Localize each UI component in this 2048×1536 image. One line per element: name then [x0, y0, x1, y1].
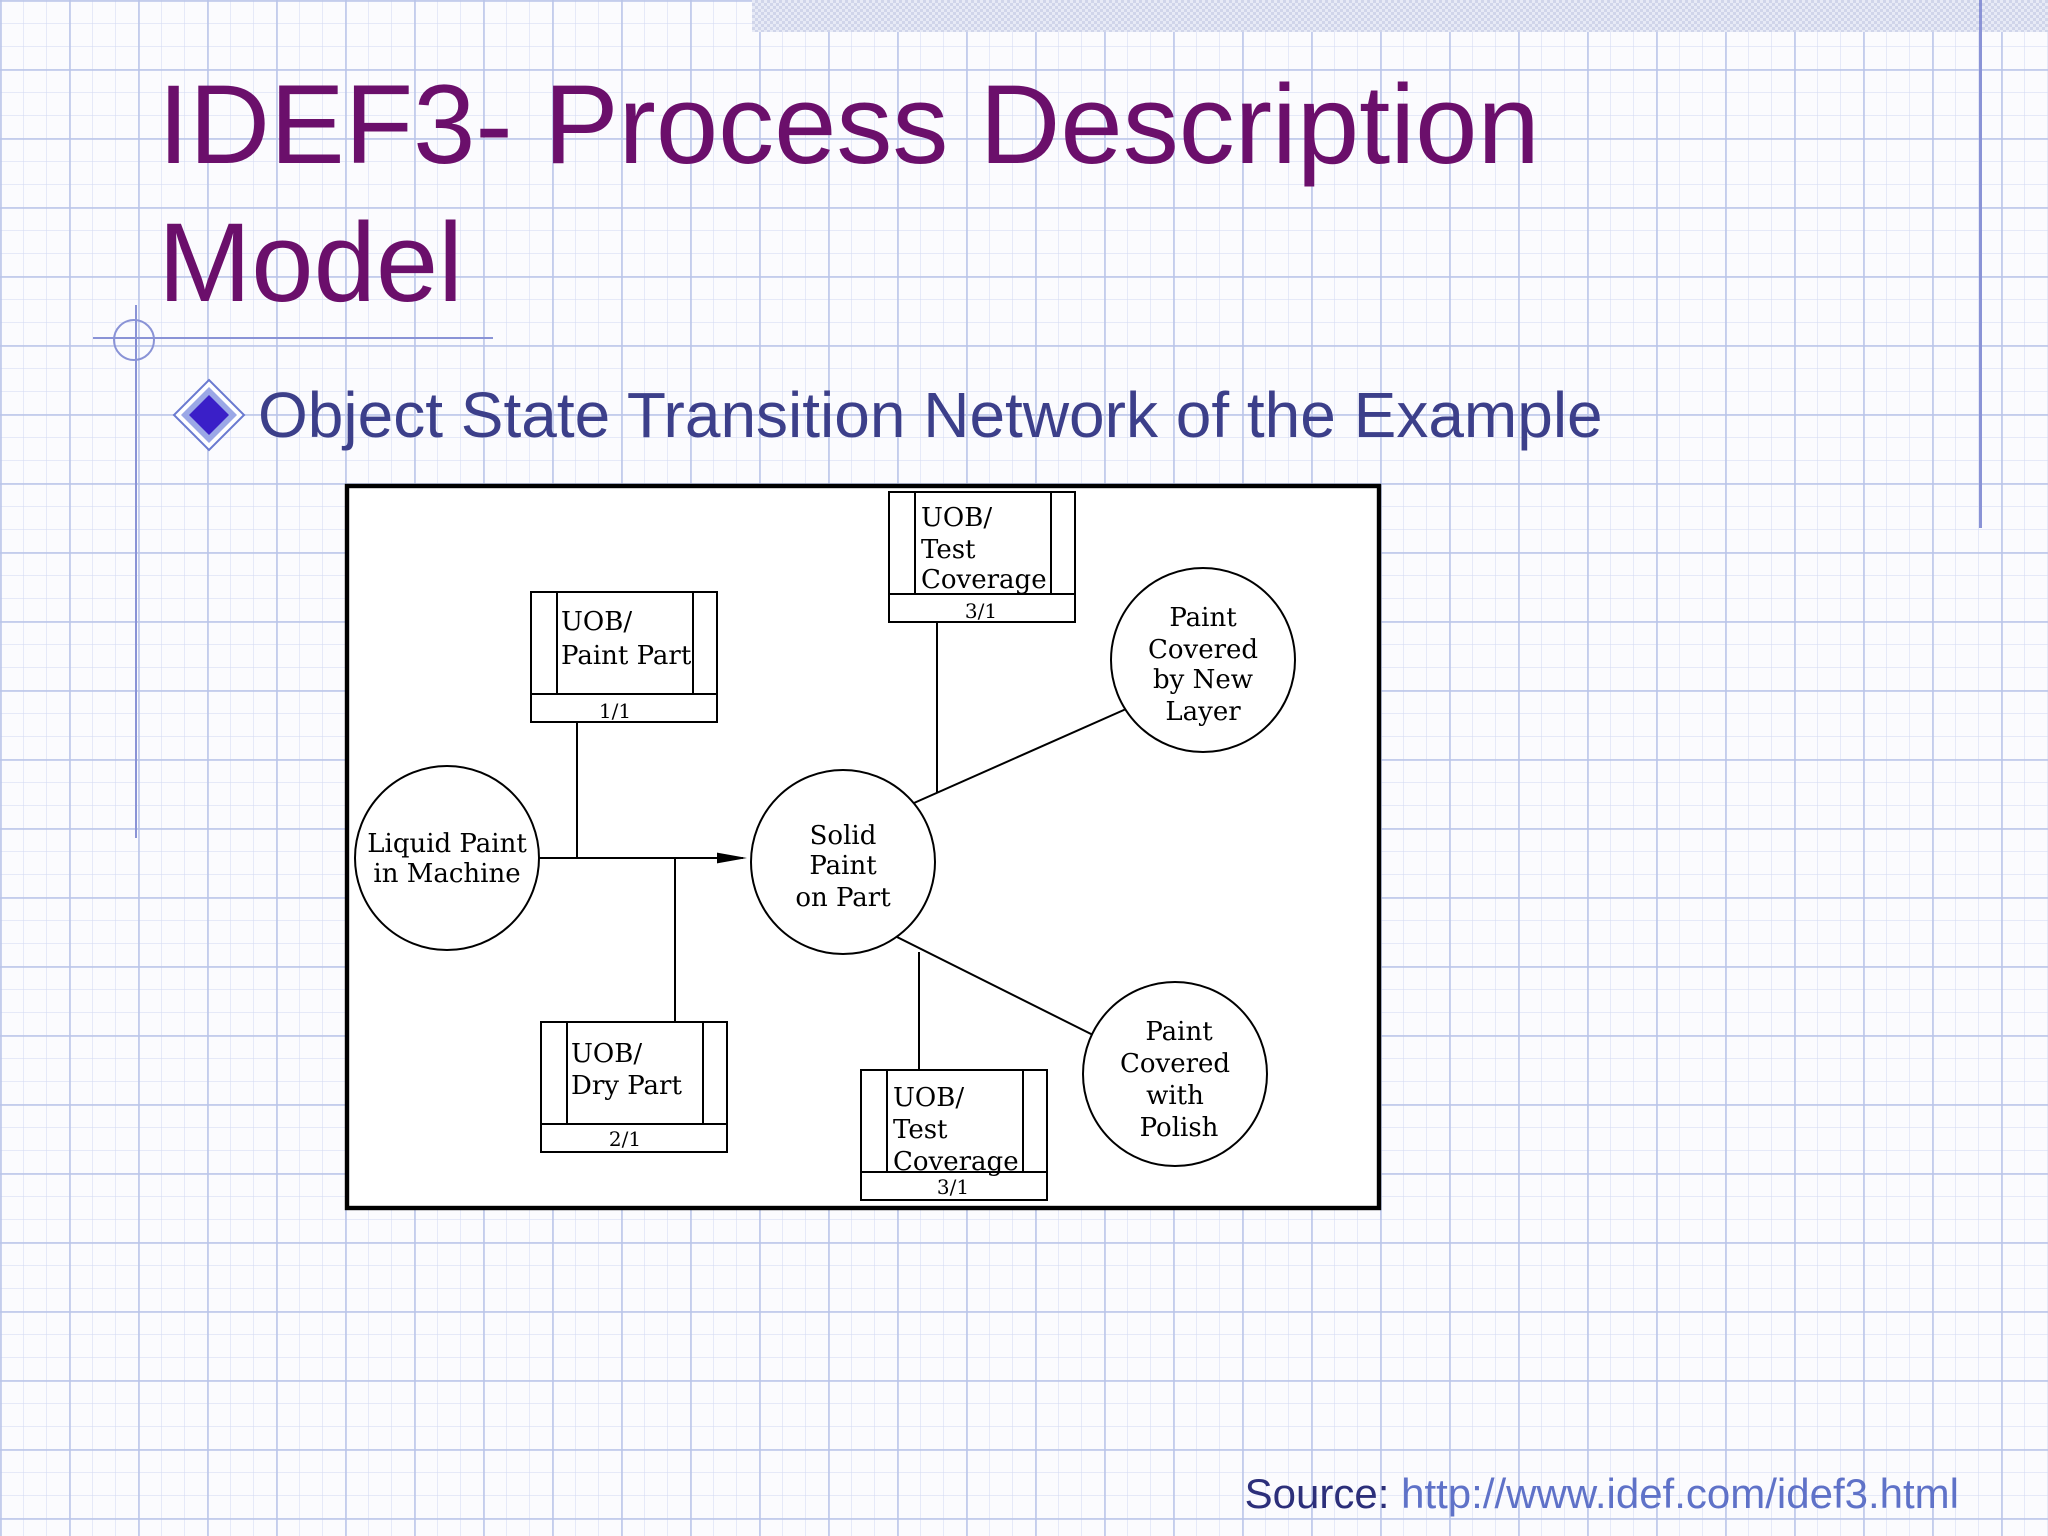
source-label: Source:	[1244, 1470, 1390, 1517]
svg-text:3/1: 3/1	[937, 1175, 969, 1199]
decorative-rule-right	[1979, 0, 1982, 528]
svg-text:Coverage: Coverage	[893, 1147, 1019, 1177]
state-polish: Paint Covered with Polish	[1082, 981, 1268, 1167]
svg-text:Dry Part: Dry Part	[571, 1071, 682, 1101]
svg-text:Layer: Layer	[1165, 697, 1241, 727]
svg-text:2/1: 2/1	[609, 1127, 641, 1151]
svg-text:on Part: on Part	[795, 883, 891, 913]
svg-text:Paint Part: Paint Part	[561, 641, 692, 671]
crosshair-circle-icon	[113, 319, 155, 361]
svg-text:Test: Test	[893, 1115, 948, 1145]
svg-text:1/1: 1/1	[599, 699, 631, 723]
uob-dry-part: UOB/ Dry Part 2/1	[540, 1021, 728, 1153]
svg-text:Covered: Covered	[1120, 1049, 1230, 1079]
svg-text:Paint: Paint	[1145, 1017, 1213, 1047]
svg-text:Paint: Paint	[1169, 603, 1237, 633]
svg-text:Solid: Solid	[810, 821, 877, 851]
slide-title: IDEF3- Process Description Model	[158, 56, 1540, 332]
uob-test-coverage-bottom: UOB/ Test Coverage 3/1	[860, 1069, 1048, 1201]
source-citation: Source: http://www.idef.com/idef3.html	[1245, 1470, 1959, 1518]
bullet-text: Object State Transition Network of the E…	[258, 379, 1603, 451]
svg-text:Paint: Paint	[809, 851, 877, 881]
svg-text:UOB/: UOB/	[571, 1039, 642, 1069]
svg-text:UOB/: UOB/	[561, 607, 632, 637]
state-solid-paint: Solid Paint on Part	[750, 769, 936, 955]
svg-text:with: with	[1146, 1081, 1204, 1111]
uob-paint-part: UOB/ Paint Part 1/1	[530, 591, 718, 723]
state-new-layer: Paint Covered by New Layer	[1110, 567, 1296, 753]
uob-test-coverage-top: UOB/ Test Coverage 3/1	[888, 491, 1076, 623]
svg-text:UOB/: UOB/	[893, 1083, 964, 1113]
decorative-rule-left	[135, 305, 137, 838]
ostn-diagram: Liquid Paint in Machine Solid Paint on P…	[344, 483, 1382, 1211]
svg-text:by New: by New	[1153, 665, 1253, 695]
source-link[interactable]: http://www.idef.com/idef3.html	[1401, 1470, 1959, 1517]
svg-text:Covered: Covered	[1148, 635, 1258, 665]
svg-text:3/1: 3/1	[965, 599, 997, 623]
svg-text:Liquid Paint: Liquid Paint	[367, 829, 527, 859]
svg-text:in Machine: in Machine	[373, 859, 520, 889]
state-liquid-paint: Liquid Paint in Machine	[354, 765, 540, 951]
svg-text:UOB/: UOB/	[921, 503, 992, 533]
svg-text:Coverage: Coverage	[921, 565, 1047, 595]
arrow-to-solid	[717, 852, 747, 864]
svg-text:Test: Test	[921, 535, 976, 565]
svg-text:Polish: Polish	[1140, 1113, 1219, 1143]
decorative-rule-horizontal	[93, 337, 493, 339]
diamond-bullet-icon	[172, 378, 246, 452]
title-line-2: Model	[158, 200, 464, 325]
bullet-item: Object State Transition Network of the E…	[172, 372, 1603, 458]
top-pattern-band	[752, 0, 2048, 32]
title-line-1: IDEF3- Process Description	[158, 62, 1540, 187]
